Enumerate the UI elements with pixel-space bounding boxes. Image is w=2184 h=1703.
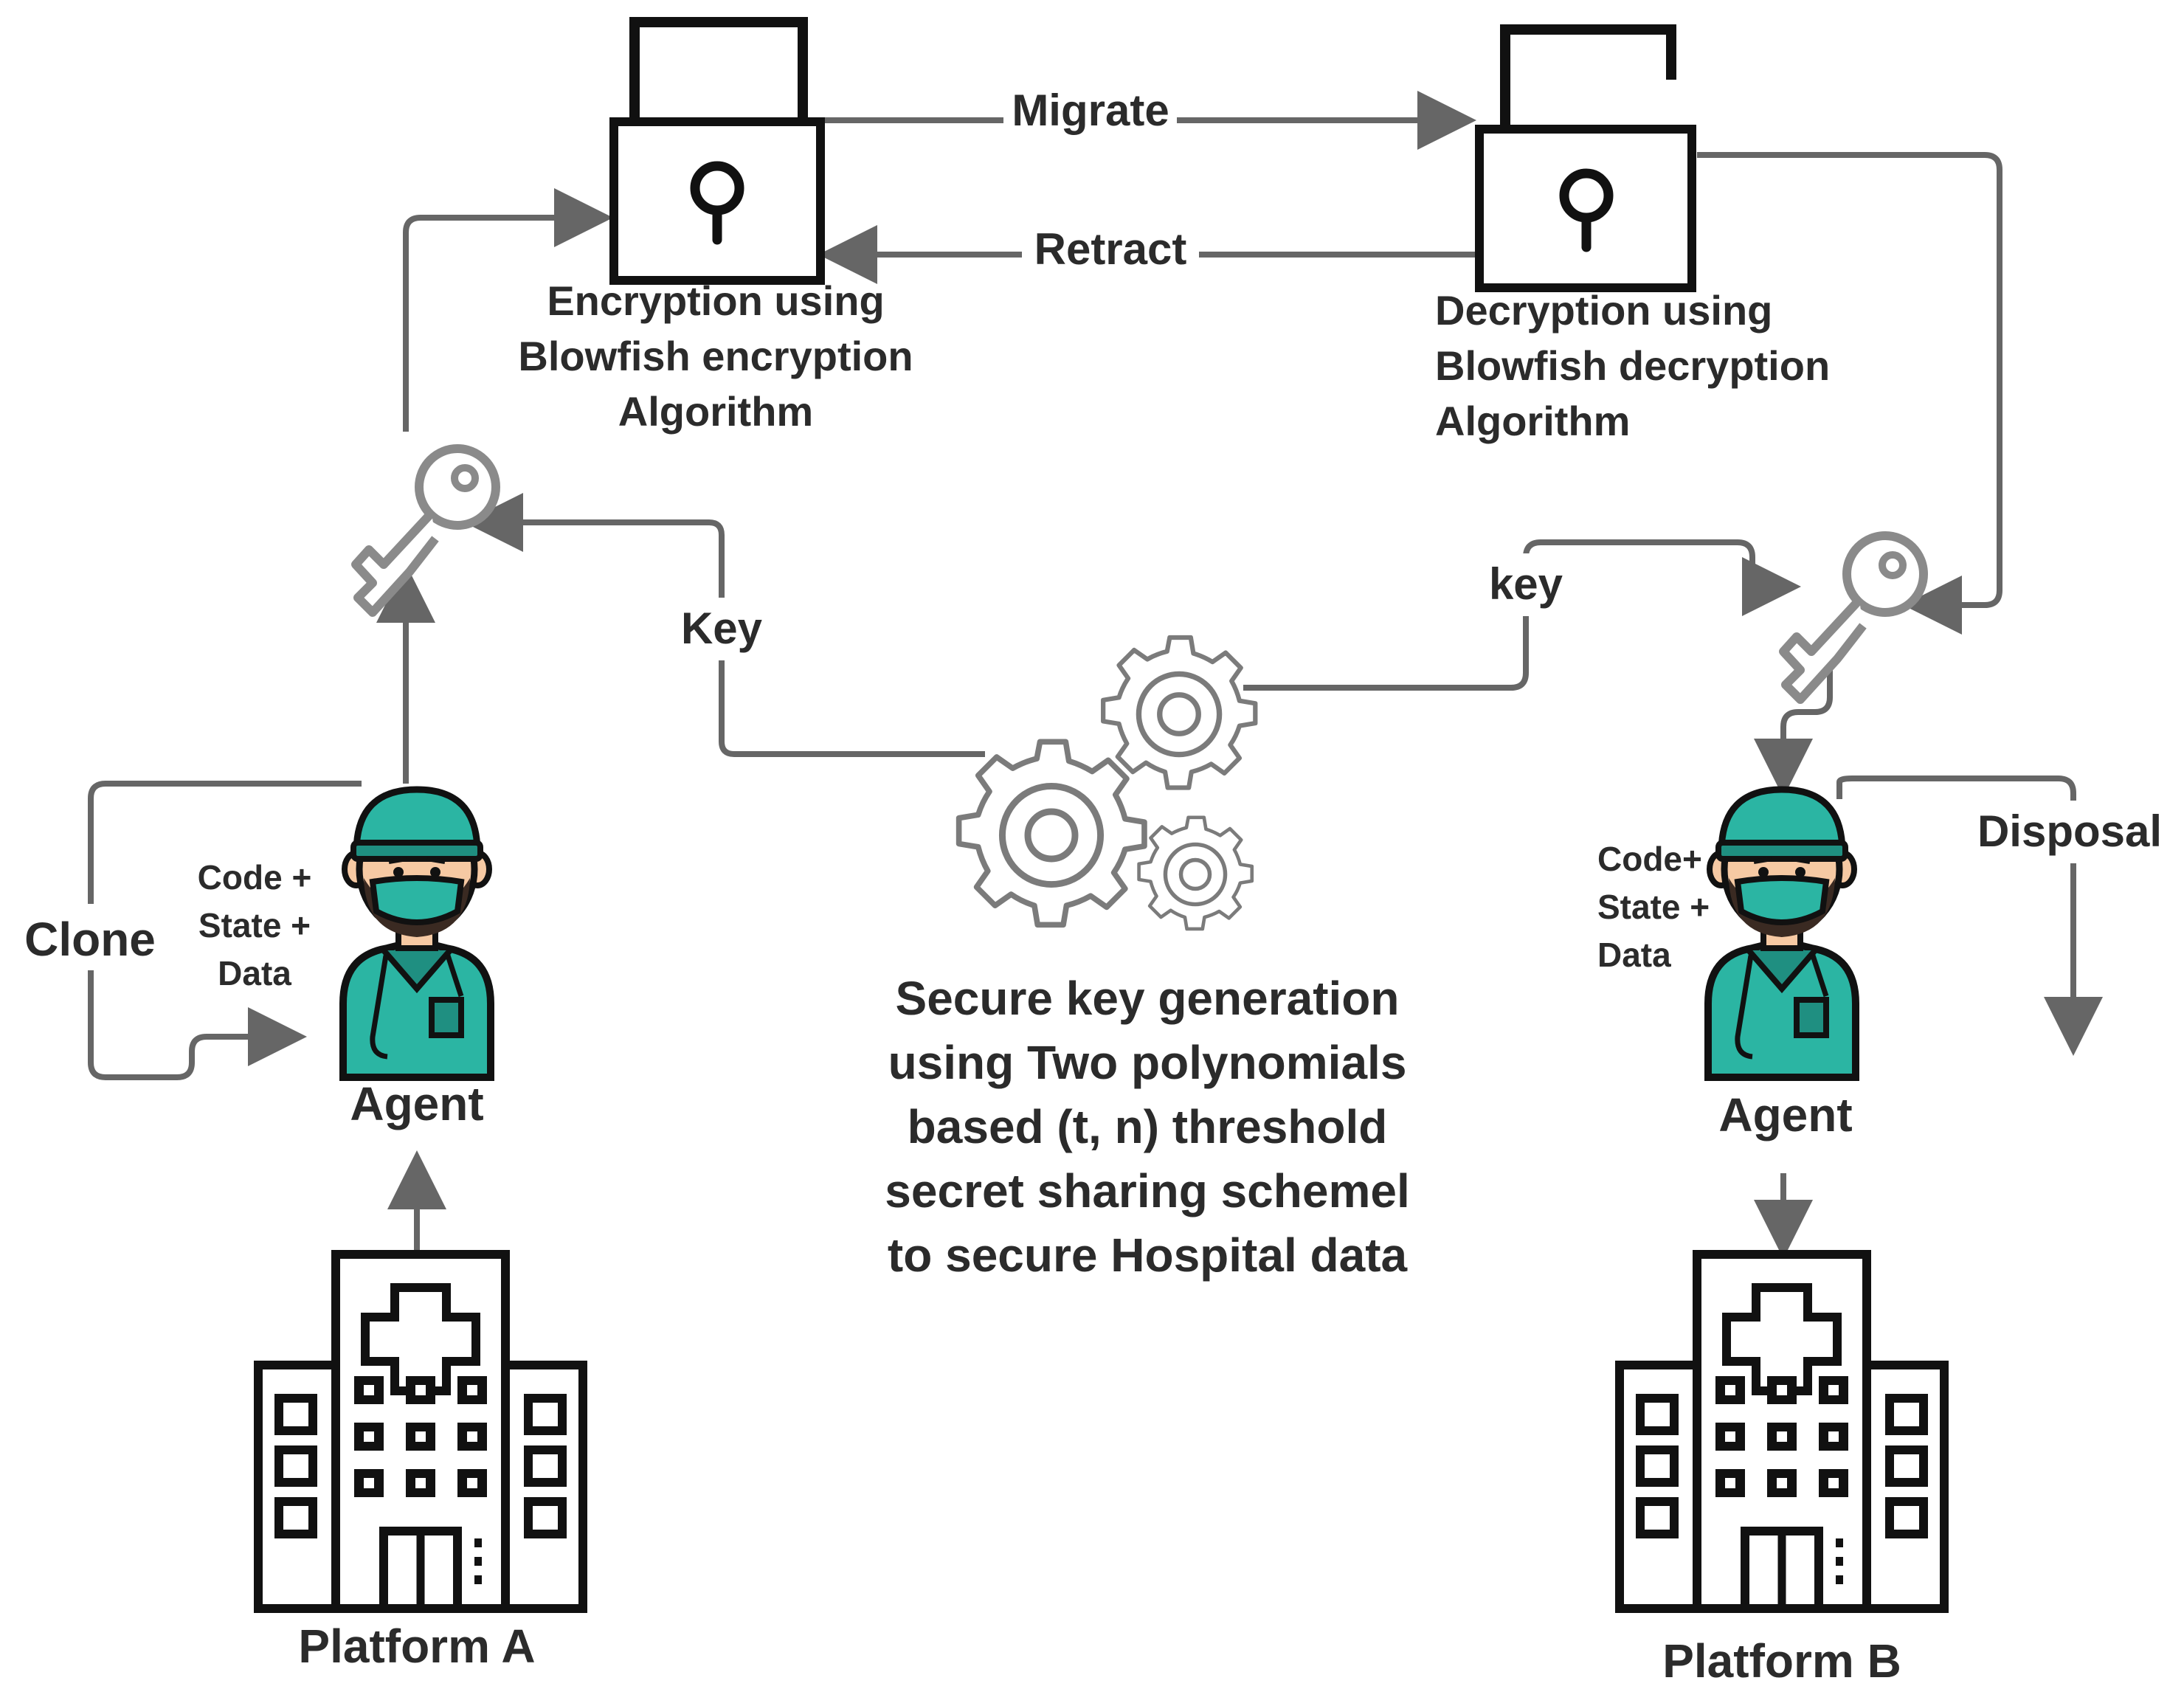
payload-right-line-3: Data (1597, 936, 1671, 974)
platform-b-label: Platform B (1662, 1634, 1901, 1688)
decryption-to-key-arrow (1697, 152, 2002, 635)
payload-right-line-2: State + (1597, 888, 1710, 926)
migrate-label: Migrate (1012, 86, 1169, 135)
key-to-agent-arrow (1754, 668, 1833, 798)
platform-a-label: Platform A (298, 1620, 535, 1673)
secure-key-line-4: secret sharing schemel (885, 1164, 1409, 1217)
encryption-label-line-2: Blowfish encryption (518, 333, 913, 379)
key-icon-right (1783, 536, 1924, 699)
key-icon-left (356, 449, 496, 612)
secure-key-line-5: to secure Hospital data (888, 1229, 1408, 1282)
encryption-label-line-3: Algorithm (618, 388, 813, 435)
hospital-icon-platform-a (258, 1254, 583, 1609)
clone-loop-arrow (88, 781, 362, 1080)
key-to-encryption-arrow (403, 188, 613, 432)
disposal-arrow (1836, 775, 2073, 1044)
payload-left-line-1: Code + (198, 858, 312, 897)
agent-label-left: Agent (350, 1077, 483, 1130)
disposal-label: Disposal (1977, 806, 2162, 856)
doctor-icon-right (1708, 790, 1856, 1077)
key-generator-to-right-key (1243, 539, 1801, 691)
retract-label: Retract (1034, 224, 1187, 274)
doctor-icon-left (343, 790, 491, 1077)
agent-label-right: Agent (1718, 1088, 1852, 1141)
decryption-label-line-2: Blowfish decryption (1435, 342, 1830, 389)
payload-left-line-3: Data (218, 954, 291, 992)
lock-closed-icon (609, 17, 825, 285)
encryption-label-line-1: Encryption using (547, 277, 884, 324)
secure-key-line-1: Secure key generation (896, 972, 1400, 1025)
gears-icon (959, 638, 1256, 929)
payload-left-line-2: State + (198, 906, 311, 944)
key-label-right: key (1489, 559, 1563, 609)
secure-key-line-2: using Two polynomials (888, 1036, 1407, 1089)
secure-key-line-3: based (t, n) threshold (908, 1100, 1388, 1153)
key-label-left: Key (681, 604, 763, 653)
clone-label: Clone (24, 913, 156, 966)
decryption-label-line-1: Decryption using (1435, 287, 1772, 334)
decryption-label-line-3: Algorithm (1435, 398, 1630, 444)
payload-right-line-1: Code+ (1597, 840, 1702, 878)
lock-open-icon (1475, 24, 1696, 292)
hospital-icon-platform-b (1620, 1254, 1944, 1609)
